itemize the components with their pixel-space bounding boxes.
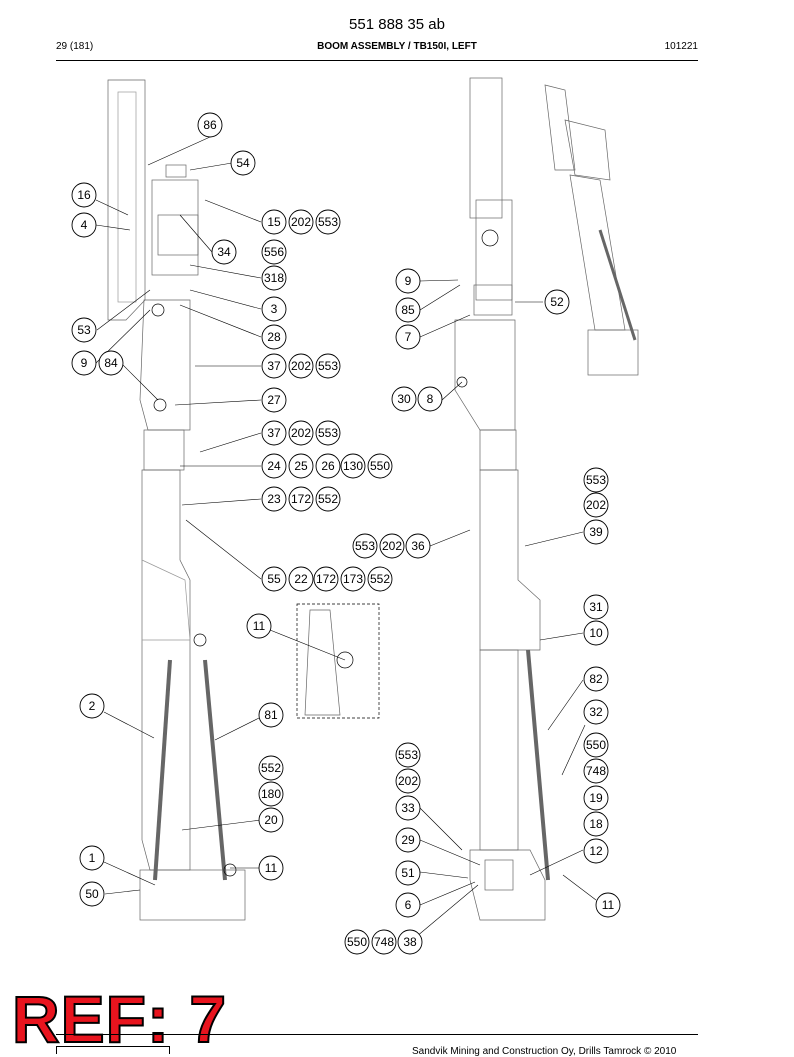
callout-label: 53 — [77, 323, 91, 337]
page-title: BOOM ASSEMBLY / TB150I, LEFT — [317, 41, 477, 52]
ref-stamp: REF: 7 — [11, 982, 228, 1056]
callout-label: 2 — [89, 699, 96, 713]
callout-label: 18 — [589, 817, 603, 831]
leader-lines — [95, 136, 597, 943]
callout-label: 130 — [343, 459, 363, 473]
callout-label: 82 — [589, 672, 603, 686]
callout-label: 202 — [291, 215, 311, 229]
callout-label: 11 — [602, 898, 615, 912]
callout-label: 173 — [343, 572, 363, 586]
callout-label: 1 — [89, 851, 96, 865]
callout-label: 4 — [81, 218, 88, 232]
callout-label: 27 — [267, 393, 281, 407]
callout-label: 553 — [318, 215, 338, 229]
callout-label: 550 — [370, 459, 390, 473]
callout-label: 37 — [267, 359, 281, 373]
callout-label: 202 — [398, 774, 418, 788]
callout-label: 23 — [267, 492, 281, 506]
callout-label: 748 — [374, 935, 394, 949]
callout-label: 180 — [261, 787, 281, 801]
callout-label: 28 — [267, 330, 281, 344]
callout-label: 29 — [401, 833, 415, 847]
callout-label: 172 — [291, 492, 311, 506]
callout-label: 553 — [586, 473, 606, 487]
callout-circles — [71, 112, 621, 955]
callout-label: 202 — [382, 539, 402, 553]
callout-label: 84 — [104, 356, 118, 370]
callout-label: 54 — [236, 156, 250, 170]
callout-label: 7 — [405, 330, 412, 344]
callout-label: 550 — [347, 935, 367, 949]
callout-label: 202 — [291, 426, 311, 440]
callout-label: 19 — [589, 791, 603, 805]
callout-label: 6 — [405, 898, 412, 912]
callout-label: 10 — [589, 626, 603, 640]
callout-label: 52 — [550, 295, 564, 309]
callout-label: 550 — [586, 738, 606, 752]
callout-label: 39 — [589, 525, 603, 539]
callout-label: 20 — [264, 813, 278, 827]
callout-label: 37 — [267, 426, 281, 440]
callout-label: 748 — [586, 764, 606, 778]
callout-label: 25 — [294, 459, 308, 473]
callout-label: 34 — [217, 245, 231, 259]
callout-label: 30 — [397, 392, 411, 406]
center-boom-view — [454, 77, 550, 921]
callout-label: 9 — [81, 356, 88, 370]
footer-rule — [56, 1034, 698, 1035]
callout-label: 552 — [261, 761, 281, 775]
callout-label: 36 — [411, 539, 425, 553]
iso-boom-view — [544, 84, 639, 376]
callout-label: 81 — [264, 708, 278, 722]
callout-label: 553 — [355, 539, 375, 553]
callout-label: 33 — [401, 801, 415, 815]
callout-label: 553 — [318, 359, 338, 373]
callout-label: 172 — [316, 572, 336, 586]
callout-label: 51 — [401, 866, 415, 880]
left-boom-view — [107, 79, 380, 921]
callout-label: 11 — [253, 619, 266, 633]
revision-date: 101221 — [664, 41, 698, 52]
callout-label: 16 — [77, 188, 91, 202]
callout-label: 86 — [203, 118, 217, 132]
document-number: 551 888 35 ab — [349, 16, 445, 33]
callout-label: 22 — [294, 572, 308, 586]
callout-label: 38 — [403, 935, 417, 949]
callout-label: 3 — [271, 302, 278, 316]
callout-label: 202 — [586, 498, 606, 512]
callout-label: 55 — [267, 572, 281, 586]
callout-label: 552 — [318, 492, 338, 506]
callout-label: 31 — [589, 600, 603, 614]
header-rule — [56, 60, 698, 61]
callout-label: 50 — [85, 887, 99, 901]
callout-label: 8 — [427, 392, 434, 406]
footer-copyright: Sandvik Mining and Construction Oy, Dril… — [412, 1046, 677, 1057]
callout-label: 11 — [265, 861, 278, 875]
callout-labels: 86 54 16 4 15 202 553 34 556 318 3 53 28… — [77, 118, 614, 949]
callout-label: 15 — [267, 215, 281, 229]
callout-label: 202 — [291, 359, 311, 373]
callout-label: 556 — [264, 245, 284, 259]
callout-label: 12 — [589, 844, 603, 858]
callout-label: 552 — [370, 572, 390, 586]
callout-label: 318 — [264, 271, 284, 285]
callout-label: 9 — [405, 274, 412, 288]
sandvik-logo — [56, 1046, 170, 1054]
callout-label: 553 — [318, 426, 338, 440]
callout-label: 32 — [589, 705, 603, 719]
callout-label: 26 — [321, 459, 335, 473]
callout-label: 85 — [401, 303, 415, 317]
callout-label: 553 — [398, 748, 418, 762]
page-number: 29 (181) — [56, 41, 94, 52]
callout-label: 24 — [267, 459, 281, 473]
